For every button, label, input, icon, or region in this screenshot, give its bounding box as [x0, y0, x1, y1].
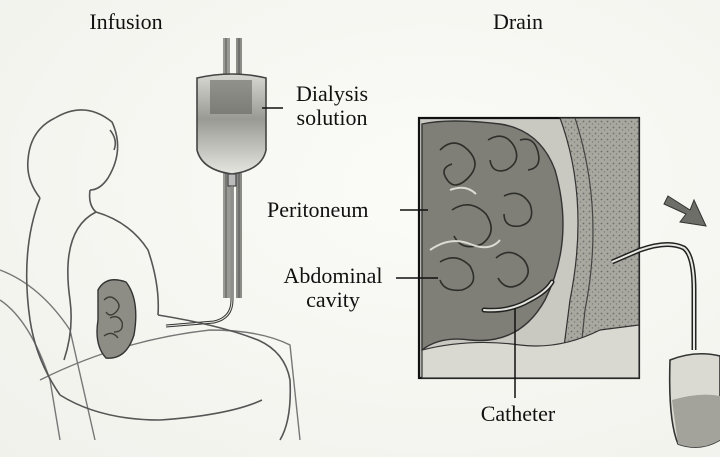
infusion-tube — [166, 186, 232, 326]
drain-cross-section — [419, 118, 639, 378]
dialysis-solution-bag — [197, 74, 266, 186]
abdominal-cavity-label-line2: cavity — [268, 288, 398, 312]
peritoneum-label: Peritoneum — [267, 198, 368, 222]
abdominal-cavity-label-line1: Abdominal — [268, 264, 398, 288]
catheter-label: Catheter — [468, 402, 568, 426]
dialysis-solution-label-line2: solution — [282, 106, 382, 130]
infusion-heading: Infusion — [66, 10, 186, 34]
dialysis-solution-label: Dialysis solution — [282, 82, 382, 130]
chair — [0, 270, 300, 440]
patient-abdomen-inset — [97, 280, 136, 358]
dialysis-solution-label-line1: Dialysis — [282, 82, 382, 106]
abdominal-cavity-label: Abdominal cavity — [268, 264, 398, 312]
drain-flow-arrow-icon — [664, 196, 706, 226]
drain-heading: Drain — [473, 10, 563, 34]
drain-bag — [670, 354, 720, 447]
